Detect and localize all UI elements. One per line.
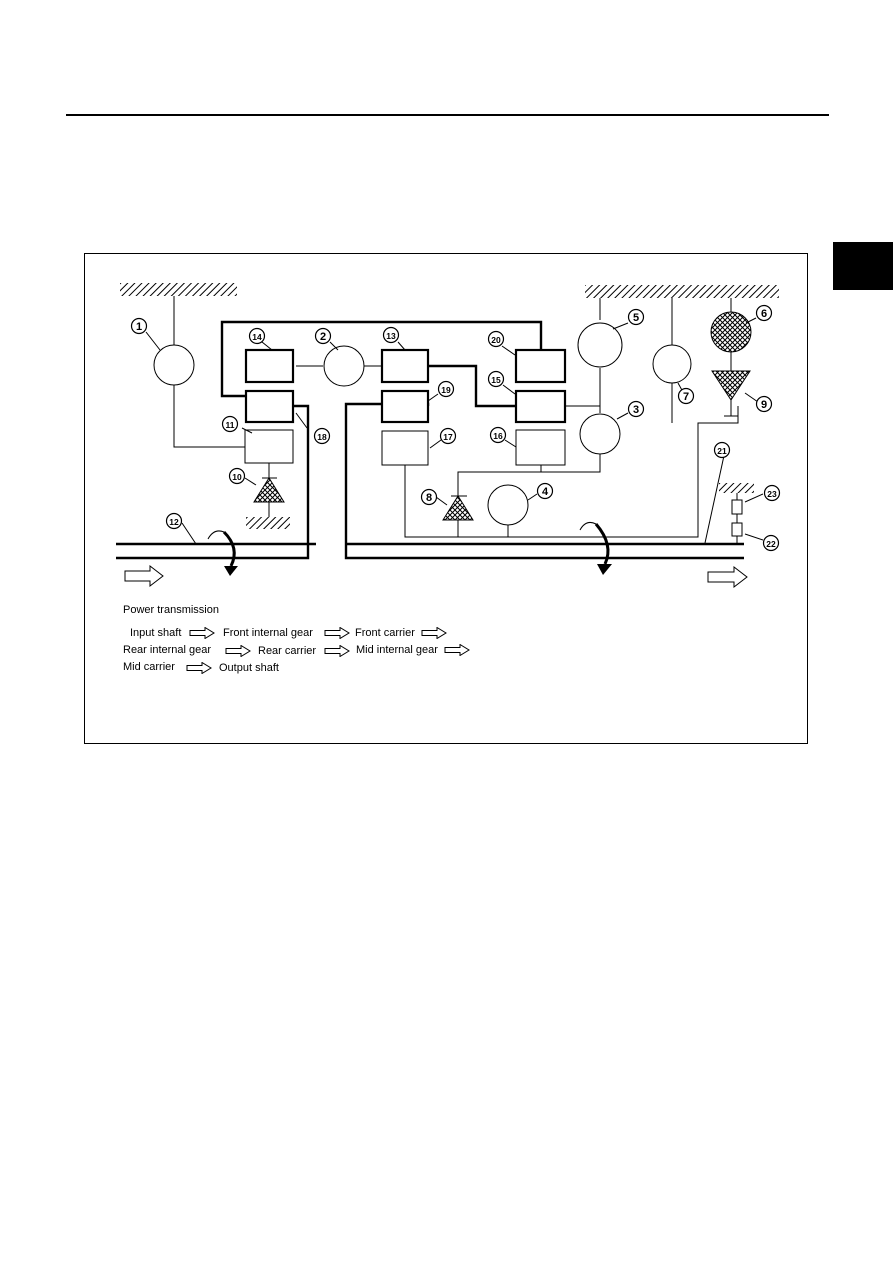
one-way-clutch-9 xyxy=(711,370,751,401)
svg-text:12: 12 xyxy=(169,517,179,527)
callout-17: 17 xyxy=(439,427,457,445)
housing-ground-bottom xyxy=(246,517,290,529)
one-way-clutch-8 xyxy=(442,495,474,521)
flow-arrow-icon xyxy=(225,645,251,657)
callout-23: 23 xyxy=(763,484,781,502)
svg-text:10: 10 xyxy=(232,472,242,482)
gear-block-16 xyxy=(515,429,566,466)
gear-block-15 xyxy=(514,389,567,424)
gear-block-14 xyxy=(244,348,295,384)
thin-links xyxy=(173,296,739,544)
flow-arrow-icon xyxy=(421,627,447,639)
callout-10: 10 xyxy=(228,467,246,485)
flow-arrow-icon xyxy=(186,662,212,674)
flow-arrow-icon xyxy=(324,645,350,657)
one-way-clutch-10 xyxy=(253,477,285,503)
diagram-frame xyxy=(84,253,808,744)
svg-text:1: 1 xyxy=(136,321,142,333)
callout-9: 9 xyxy=(755,395,773,413)
svg-text:19: 19 xyxy=(441,385,451,395)
callout-20: 20 xyxy=(487,330,505,348)
callout-21: 21 xyxy=(713,441,731,459)
callout-3: 3 xyxy=(627,400,645,418)
svg-text:3: 3 xyxy=(633,404,639,416)
svg-text:8: 8 xyxy=(426,492,432,504)
svg-text:7: 7 xyxy=(683,391,689,403)
gear-block-11 xyxy=(244,429,294,464)
callout-6: 6 xyxy=(755,304,773,322)
clutch-circle-3 xyxy=(579,413,621,455)
svg-text:4: 4 xyxy=(542,486,549,498)
svg-text:15: 15 xyxy=(491,375,501,385)
svg-text:5: 5 xyxy=(633,312,639,324)
section-tab xyxy=(833,242,893,290)
callout-badges: 1 2 3 4 5 6 7 8 9 10 11 12 13 14 15 16 1… xyxy=(130,304,781,552)
brake-circle-6 xyxy=(710,311,752,353)
callout-19: 19 xyxy=(437,380,455,398)
callout-11: 11 xyxy=(221,415,239,433)
clutch-circle-1 xyxy=(153,344,195,386)
gear-block-17 xyxy=(381,430,429,466)
clutch-circle-2 xyxy=(323,345,365,387)
legend-step-mid-internal-gear: Mid internal gear xyxy=(356,644,438,656)
header-rule xyxy=(66,114,829,116)
callout-18: 18 xyxy=(313,427,331,445)
clutch-circle-7 xyxy=(652,344,692,384)
callout-16: 16 xyxy=(489,426,507,444)
legend-step-rear-carrier: Rear carrier xyxy=(258,645,317,657)
input-flow-arrow xyxy=(124,564,164,588)
flow-arrow-icon xyxy=(444,644,470,656)
legend-step-front-internal-gear: Front internal gear xyxy=(223,627,313,639)
parking-gear-22 xyxy=(731,522,743,537)
svg-text:16: 16 xyxy=(493,431,503,441)
svg-text:6: 6 xyxy=(761,308,767,320)
svg-text:9: 9 xyxy=(761,399,767,411)
gear-block-20 xyxy=(514,348,567,384)
gear-block-18 xyxy=(244,389,295,424)
legend-step-input-shaft: Input shaft xyxy=(130,627,182,639)
callout-13: 13 xyxy=(382,326,400,344)
callout-2: 2 xyxy=(314,327,332,345)
svg-text:23: 23 xyxy=(767,489,777,499)
callout-leaders xyxy=(145,317,764,545)
svg-text:22: 22 xyxy=(766,539,776,549)
gear-block-19 xyxy=(380,389,430,424)
callout-12: 12 xyxy=(165,512,183,530)
callout-14: 14 xyxy=(248,327,266,345)
flow-arrow-icon xyxy=(324,627,350,639)
callout-22: 22 xyxy=(762,534,780,552)
rotation-arrow-input xyxy=(207,530,238,576)
legend-step-rear-internal-gear: Rear internal gear xyxy=(123,644,212,656)
housing-ground-right xyxy=(585,285,779,298)
svg-text:17: 17 xyxy=(443,432,453,442)
gear-block-13 xyxy=(380,348,430,384)
callout-1: 1 xyxy=(130,317,148,335)
housing-ground-parking xyxy=(719,483,754,493)
clutch-circle-5 xyxy=(577,322,623,368)
rotation-arrow-output xyxy=(579,522,612,575)
legend-heading: Power transmission xyxy=(123,604,219,616)
output-flow-arrow xyxy=(707,565,748,589)
clutch-circle-4 xyxy=(487,484,529,526)
legend-step-output-shaft: Output shaft xyxy=(219,662,279,674)
callout-7: 7 xyxy=(677,387,695,405)
svg-text:13: 13 xyxy=(386,331,396,341)
svg-text:14: 14 xyxy=(252,332,262,342)
legend-step-mid-carrier: Mid carrier xyxy=(123,661,175,673)
parking-pawl-23 xyxy=(731,499,743,515)
callout-5: 5 xyxy=(627,308,645,326)
callout-15: 15 xyxy=(487,370,505,388)
housing-ground-left xyxy=(120,283,237,296)
svg-text:21: 21 xyxy=(717,446,727,456)
callout-4: 4 xyxy=(536,482,554,500)
svg-text:20: 20 xyxy=(491,335,501,345)
flow-arrow-icon xyxy=(189,627,215,639)
callout-8: 8 xyxy=(420,488,438,506)
svg-text:2: 2 xyxy=(320,331,326,343)
svg-text:18: 18 xyxy=(317,432,327,442)
output-shaft xyxy=(606,542,744,560)
legend-step-front-carrier: Front carrier xyxy=(355,627,415,639)
svg-text:11: 11 xyxy=(226,420,235,430)
